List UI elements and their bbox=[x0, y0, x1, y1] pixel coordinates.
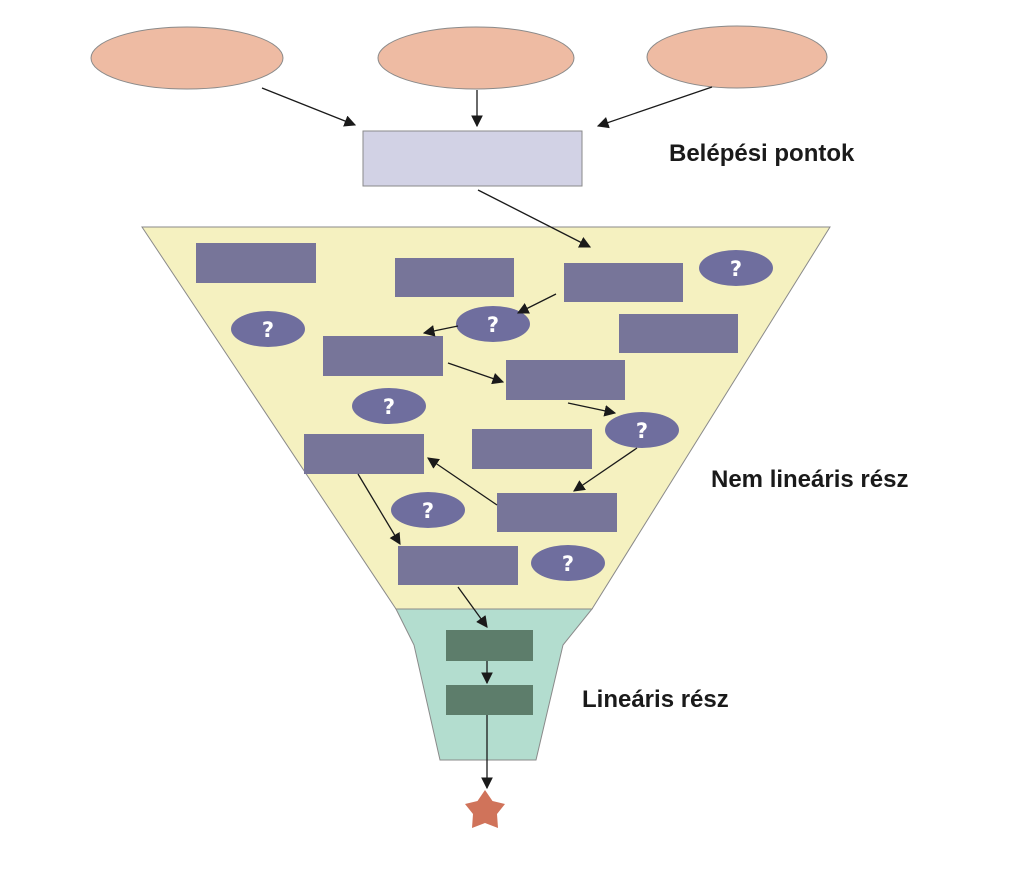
arrow bbox=[422, 325, 459, 337]
linear-box bbox=[446, 630, 533, 661]
arrow bbox=[596, 86, 713, 129]
arrow bbox=[427, 457, 498, 506]
question-mark: ? bbox=[636, 419, 648, 443]
node-box bbox=[619, 314, 738, 353]
arrow bbox=[357, 473, 401, 546]
label-nonlinear-part: Nem lineáris rész bbox=[711, 466, 908, 493]
question-mark: ? bbox=[422, 499, 434, 523]
question-node: ? bbox=[605, 412, 679, 448]
arrow bbox=[573, 447, 638, 492]
node-box bbox=[196, 243, 316, 283]
question-node: ? bbox=[531, 545, 605, 581]
source-ellipse-left bbox=[90, 26, 284, 90]
arrow bbox=[447, 362, 505, 385]
label-entry-points: Belépési pontok bbox=[669, 140, 855, 167]
source-ellipse-right bbox=[646, 25, 828, 89]
question-mark: ? bbox=[562, 552, 574, 576]
entry-box bbox=[362, 130, 583, 187]
node-box bbox=[497, 493, 617, 532]
star-icon bbox=[465, 790, 505, 828]
node-box bbox=[506, 360, 625, 400]
source-ellipse-middle bbox=[377, 26, 575, 90]
node-box bbox=[323, 336, 443, 376]
question-node: ? bbox=[352, 388, 426, 424]
question-node: ? bbox=[699, 250, 773, 286]
node-box bbox=[564, 263, 683, 302]
linear-box bbox=[446, 685, 533, 715]
question-node: ? bbox=[231, 311, 305, 347]
node-box bbox=[472, 429, 592, 469]
question-mark: ? bbox=[262, 318, 274, 342]
question-node: ? bbox=[456, 306, 530, 342]
arrow bbox=[477, 189, 592, 248]
arrow bbox=[516, 293, 557, 314]
question-node: ? bbox=[391, 492, 465, 528]
node-box bbox=[395, 258, 514, 297]
question-mark: ? bbox=[487, 313, 499, 337]
question-mark: ? bbox=[383, 395, 395, 419]
node-box bbox=[398, 546, 518, 585]
arrow bbox=[261, 87, 357, 127]
arrow bbox=[457, 586, 488, 628]
question-mark: ? bbox=[730, 257, 742, 281]
node-box bbox=[304, 434, 424, 474]
label-linear-part: Lineáris rész bbox=[582, 686, 729, 713]
funnel-linear-area bbox=[395, 608, 594, 761]
arrow bbox=[567, 402, 617, 417]
